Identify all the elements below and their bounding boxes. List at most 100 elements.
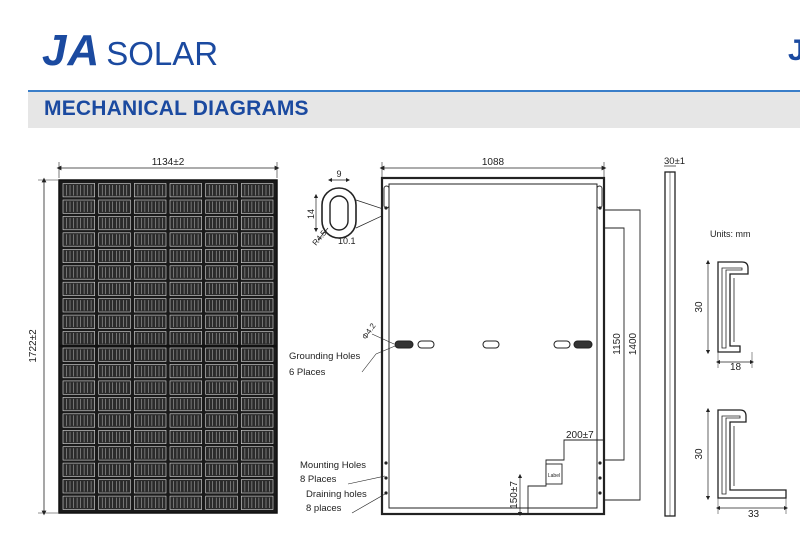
solar-cell [241, 298, 274, 313]
upper-profile-height-label: 30 [694, 301, 705, 313]
frame-profiles: Units: mm 30 18 30 33 [694, 229, 789, 520]
bottom-offset-label: 150±7 [509, 481, 520, 509]
slot-height-label: 14 [306, 209, 316, 219]
solar-cell [98, 199, 131, 214]
solar-cell [98, 314, 131, 329]
solar-cell [241, 347, 274, 362]
solar-cell [241, 413, 274, 428]
solar-cell [134, 281, 167, 296]
solar-cell [241, 429, 274, 444]
cropped-logo-fragment: J [788, 34, 800, 67]
slot-width-label: 9 [336, 169, 341, 179]
solar-cell [62, 380, 96, 395]
solar-cell [134, 380, 167, 395]
page-header: JA SOLAR J [0, 0, 800, 90]
upper-profile-width-label: 18 [730, 362, 742, 373]
solar-cell [62, 479, 96, 494]
solar-cell [205, 232, 238, 247]
front-width-label: 1134±2 [152, 157, 185, 168]
solar-cell [241, 281, 274, 296]
solar-cell [98, 413, 131, 428]
mount-spacing-label: 1400 [628, 332, 639, 355]
label-box [545, 463, 563, 485]
solar-cell [62, 281, 96, 296]
solar-cell [134, 232, 167, 247]
solar-cell [205, 495, 238, 510]
side-view: 30±1 [664, 156, 685, 517]
solar-cell [205, 183, 238, 198]
solar-cell [62, 232, 96, 247]
solar-cell [205, 429, 238, 444]
draining-holes-label-2: 8 places [306, 503, 342, 514]
solar-cell [169, 397, 203, 412]
solar-cell [62, 298, 96, 313]
solar-cell [205, 265, 238, 280]
solar-cell [134, 495, 167, 510]
rear-view: 1088 Φ4.2 1150 14 [289, 157, 641, 517]
solar-cell [98, 216, 131, 231]
section-title-bar: MECHANICAL DIAGRAMS [28, 90, 800, 128]
solar-cell [241, 183, 274, 198]
hole-diameter-label: Φ4.2 [360, 321, 378, 341]
solar-cell [98, 479, 131, 494]
solar-cell [205, 364, 238, 379]
drain-offset-label: 200±7 [566, 430, 594, 441]
solar-cell [241, 364, 274, 379]
solar-cell [169, 331, 203, 346]
solar-cell [169, 314, 203, 329]
solar-cell [241, 232, 274, 247]
side-thickness-label: 30±1 [664, 156, 685, 167]
solar-cell [205, 380, 238, 395]
solar-cell [241, 331, 274, 346]
solar-cell [62, 364, 96, 379]
solar-cell [205, 281, 238, 296]
solar-cell [62, 347, 96, 362]
solar-cell [241, 397, 274, 412]
logo-solar-text: SOLAR [106, 35, 219, 72]
solar-cell [62, 216, 96, 231]
solar-cell [98, 183, 131, 198]
lower-profile-height-label: 30 [694, 448, 705, 460]
solar-cell [205, 249, 238, 264]
solar-cell [134, 298, 167, 313]
drain-holes [384, 206, 602, 495]
solar-cell [134, 249, 167, 264]
solar-cell [134, 347, 167, 362]
solar-cell [62, 429, 96, 444]
solar-cell [205, 413, 238, 428]
solar-cell [134, 216, 167, 231]
lower-profile: 30 33 [694, 407, 789, 520]
solar-cell [169, 495, 203, 510]
solar-cell [169, 364, 203, 379]
solar-cell [98, 397, 131, 412]
solar-cell [134, 265, 167, 280]
upper-profile: 30 18 [694, 259, 755, 373]
solar-cell [169, 347, 203, 362]
solar-cell [62, 265, 96, 280]
ja-solar-logo: JA SOLAR [42, 26, 219, 75]
solar-cell [169, 413, 203, 428]
solar-cell [98, 364, 131, 379]
solar-cell [241, 479, 274, 494]
solar-cell [62, 249, 96, 264]
solar-cell [134, 413, 167, 428]
solar-cell [205, 479, 238, 494]
solar-cell [62, 446, 96, 461]
solar-cell [241, 462, 274, 477]
solar-cell [98, 298, 131, 313]
solar-cell [62, 331, 96, 346]
solar-cell [169, 281, 203, 296]
solar-cell [62, 462, 96, 477]
solar-cell [62, 183, 96, 198]
solar-cell [98, 429, 131, 444]
solar-cell [62, 397, 96, 412]
front-cell-grid [62, 183, 274, 510]
solar-cell [98, 446, 131, 461]
mechanical-drawing: 1134±2 1722±2 9 14 R4.5 10.1 1088 [28, 156, 789, 520]
solar-cell [205, 331, 238, 346]
grounding-holes-label-2: 6 Places [289, 367, 326, 378]
solar-cell [205, 397, 238, 412]
solar-cell [169, 183, 203, 198]
solar-cell [169, 446, 203, 461]
mounting-holes-label-2: 8 Places [300, 474, 337, 485]
